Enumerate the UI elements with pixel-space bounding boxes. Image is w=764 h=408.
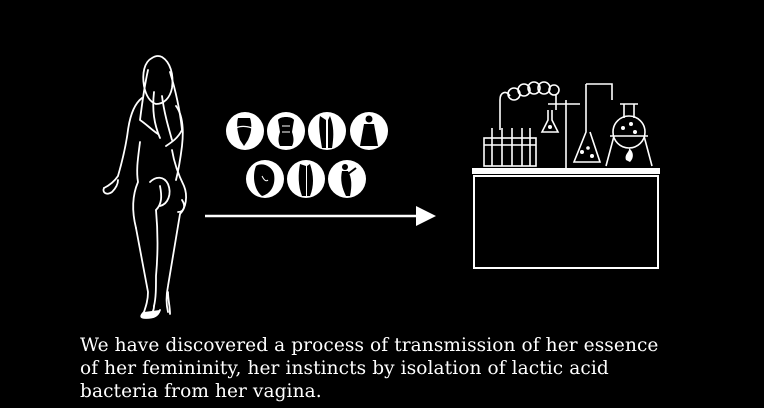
caption-line-1: We have discovered a process of transmis… <box>80 335 659 356</box>
caption-line-3: bacteria from her vagina. <box>80 381 322 402</box>
corset-portrait-icon <box>267 112 305 150</box>
stockings-portrait-icon <box>308 112 346 150</box>
woman-silhouette-icon <box>102 55 187 319</box>
face-portrait-icon <box>246 160 284 198</box>
laboratory-equipment-icon <box>472 81 660 269</box>
caption-text: We have discovered a process of transmis… <box>80 334 720 403</box>
arrow-right-icon <box>205 206 436 226</box>
pose-portrait-icon <box>328 160 366 198</box>
legs-portrait-icon <box>287 160 325 198</box>
caption-line-2: of her femininity, her instincts by isol… <box>80 358 609 379</box>
portrait-group <box>226 112 388 198</box>
dress-portrait-icon <box>350 112 388 150</box>
lingerie-portrait-icon <box>226 112 264 150</box>
